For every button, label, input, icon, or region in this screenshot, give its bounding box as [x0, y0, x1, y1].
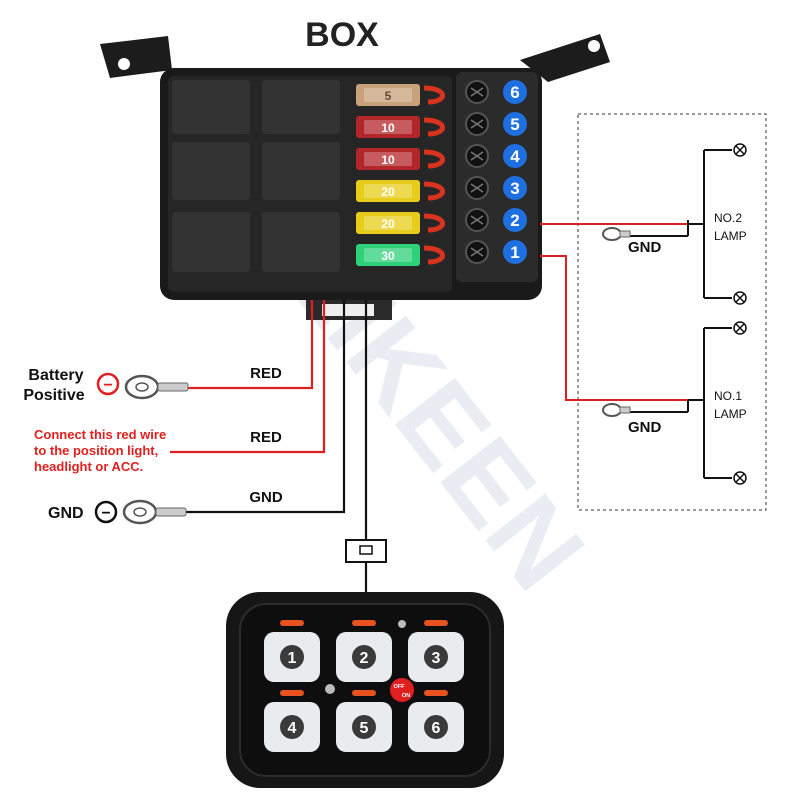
switch-button-number: 1	[288, 650, 297, 667]
mount-hole	[118, 58, 130, 70]
fuse-rating: 5	[385, 89, 392, 103]
button-led	[280, 690, 304, 696]
fuse: 20	[356, 212, 420, 234]
terminal: 4	[465, 144, 527, 168]
button-led	[424, 620, 448, 626]
power-button[interactable]: OFF ON	[390, 678, 414, 702]
fuse-rating: 20	[381, 185, 395, 199]
battery-label-line2: Positive	[23, 387, 84, 404]
ground-label: GND	[48, 505, 84, 522]
wire-harness	[170, 300, 368, 592]
red-wire-acc	[170, 300, 326, 454]
jumper-wire	[423, 149, 445, 169]
fuse: 10	[356, 116, 420, 138]
ground-negative-icon	[94, 500, 118, 524]
fuse: 5	[356, 84, 420, 106]
switch-button-6[interactable]: 6	[408, 690, 464, 752]
red-wire-label-2: RED	[250, 429, 282, 446]
terminal-number: 2	[510, 211, 519, 230]
switch-button-number: 4	[288, 720, 297, 737]
note-line1: Connect this red wire	[34, 427, 166, 442]
fuse-box: 5 10 10 20 20 30 6 5 4 3 2 1	[100, 34, 610, 320]
switch-button-number: 3	[432, 650, 441, 667]
terminal: 1	[465, 240, 527, 264]
switch-button-number: 2	[360, 650, 369, 667]
lamp2-label-line2: LAMP	[714, 229, 747, 243]
fuse-rating: 10	[381, 121, 395, 135]
switch-panel: 1 2 3 4 5 6 OFF ON	[226, 592, 504, 788]
lamp2-gnd-label: GND	[628, 239, 662, 256]
ground-symbol: −	[101, 505, 110, 522]
switch-button-4[interactable]: 4	[264, 690, 320, 752]
note-line2: to the position light,	[34, 443, 158, 458]
lamp-wiring	[540, 149, 732, 479]
terminal-number: 3	[510, 179, 519, 198]
fuse: 30	[356, 244, 420, 266]
lamp2-ground-terminal	[602, 227, 631, 241]
fuse: 10	[356, 148, 420, 170]
box-title: BOX	[305, 16, 379, 54]
terminal: 2	[465, 208, 527, 232]
terminal-number: 5	[510, 115, 519, 134]
terminal: 3	[465, 176, 527, 200]
switch-button-number: 5	[360, 720, 369, 737]
power-button-on: ON	[402, 693, 410, 699]
gnd-wire-label: GND	[249, 489, 283, 506]
terminal-number: 4	[510, 147, 520, 166]
battery-symbol: −	[103, 377, 112, 394]
switch-button-3[interactable]: 3	[408, 620, 464, 682]
lamp1-gnd-label: GND	[628, 419, 662, 436]
indicator-led	[325, 684, 335, 694]
jumper-wire	[423, 245, 445, 265]
ground-ring-terminal	[122, 499, 187, 525]
red-wire-battery	[188, 300, 314, 390]
fuse: 20	[356, 180, 420, 202]
switch-button-5[interactable]: 5	[336, 690, 392, 752]
battery-label-line1: Battery	[28, 367, 83, 384]
button-led	[352, 620, 376, 626]
jumper-wire	[423, 181, 445, 201]
lamp1-label-line2: LAMP	[714, 407, 747, 421]
lamp-section-frame	[577, 113, 767, 511]
button-led	[280, 620, 304, 626]
lamp1-label-line1: NO.1	[714, 389, 742, 403]
terminal-number: 1	[510, 243, 519, 262]
lamp2-label-line1: NO.2	[714, 211, 742, 225]
fuse-rating: 30	[381, 249, 395, 263]
mount-hole	[588, 40, 600, 52]
terminal-number: 6	[510, 83, 519, 102]
relay-block	[172, 80, 340, 272]
fuse-rating: 10	[381, 153, 395, 167]
note-line3: headlight or ACC.	[34, 459, 143, 474]
ground-wire	[186, 300, 346, 514]
power-button-off: OFF	[394, 684, 406, 690]
jumper-wire	[423, 117, 445, 137]
terminal: 6	[465, 80, 527, 104]
lamp-bulb-icon	[733, 143, 747, 485]
fuse-rating: 20	[381, 217, 395, 231]
button-led	[424, 690, 448, 696]
jumper-wire	[423, 85, 445, 105]
jumper-wire	[423, 213, 445, 233]
indicator-led	[398, 620, 406, 628]
cable-connector	[345, 539, 387, 563]
switch-button-1[interactable]: 1	[264, 620, 320, 682]
red-wire-label-1: RED	[250, 365, 282, 382]
negative-symbol-icon	[96, 372, 120, 396]
button-led	[352, 690, 376, 696]
terminal: 5	[465, 112, 527, 136]
switch-button-number: 6	[432, 720, 441, 737]
battery-ring-terminal	[124, 374, 189, 400]
lamp1-ground-terminal	[602, 403, 631, 417]
switch-button-2[interactable]: 2	[336, 620, 392, 682]
